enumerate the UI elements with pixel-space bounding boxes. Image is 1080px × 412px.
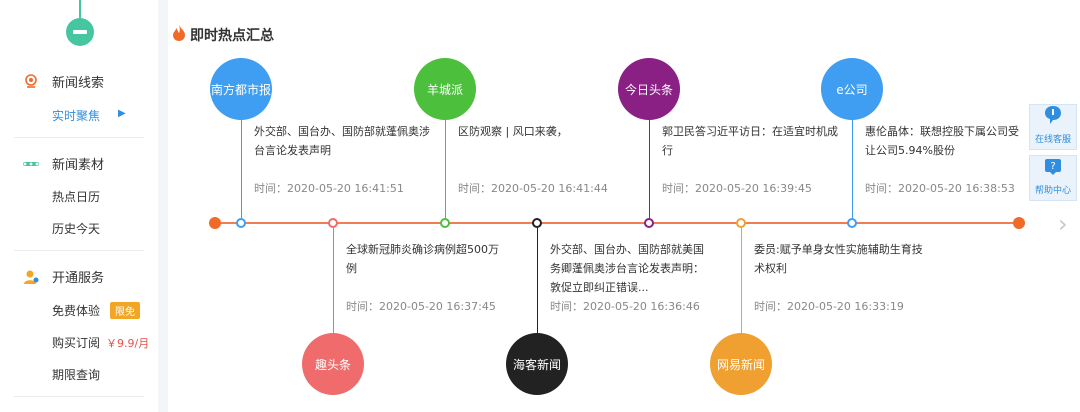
- event-headline[interactable]: 区防观察 | 风口来袭，: [458, 125, 568, 138]
- source-circle-wangyi[interactable]: 网易新闻: [710, 333, 772, 395]
- event-headline[interactable]: 委员:赋予单身女性实施辅助生育技术权利: [754, 243, 923, 275]
- timeline-node[interactable]: [847, 218, 857, 228]
- event-headline[interactable]: 惠伦晶体：联想控股下属公司受让公司5.94%股份: [865, 125, 1019, 157]
- event-time: 时间：2020-05-20 16:37:45: [346, 300, 496, 313]
- help-center-label: 帮助中心: [1034, 186, 1071, 196]
- sidebar-item-buy-subscription[interactable]: 购买订阅: [52, 336, 101, 350]
- nav-section-title: 新闻素材: [52, 158, 105, 173]
- event-headline[interactable]: 郭卫民答习近平访日：在适宜时机成行: [662, 125, 838, 157]
- event-connector: [852, 118, 853, 218]
- material-icon: [22, 155, 40, 173]
- event-connector: [741, 228, 742, 336]
- event-time: 时间：2020-05-20 16:33:19: [754, 300, 904, 313]
- nav-section-title: 开通服务: [52, 271, 105, 286]
- page-title: 即时热点汇总: [172, 24, 274, 46]
- timeline-axis: [214, 222, 1020, 224]
- nav-section-open-service[interactable]: 开通服务: [22, 267, 104, 286]
- timeline-node[interactable]: [532, 218, 542, 228]
- event-headline[interactable]: 外交部、国台办、国防部就蓬佩奥涉台言论发表声明: [254, 125, 430, 157]
- timeline-end-dot: [1013, 217, 1025, 229]
- event-connector: [649, 118, 650, 218]
- timeline-node[interactable]: [644, 218, 654, 228]
- event-time: 时间：2020-05-20 16:41:44: [458, 182, 608, 195]
- event-time: 时间：2020-05-20 16:36:46: [550, 300, 700, 313]
- event-connector: [241, 118, 242, 218]
- sidebar: 新闻线索 实时聚焦 ▶ 新闻素材 热点日历 历史今天 开通服务 免费体验 限免 …: [0, 0, 158, 412]
- caret-right-icon: ▶: [118, 108, 126, 119]
- sidebar-item-free-trial[interactable]: 免费体验: [52, 304, 101, 318]
- user-service-icon: [22, 268, 40, 286]
- event-connector: [537, 228, 538, 336]
- source-circle-qutoutiao[interactable]: 趣头条: [302, 333, 364, 395]
- help-icon: ?: [1044, 158, 1062, 179]
- timeline-node[interactable]: [440, 218, 450, 228]
- svg-text:?: ?: [1050, 161, 1055, 172]
- nav-section-news-material[interactable]: 新闻素材: [22, 154, 104, 173]
- timeline-node[interactable]: [236, 218, 246, 228]
- price-label: ￥9.9/月: [106, 337, 150, 350]
- sidebar-item-history-today[interactable]: 历史今天: [52, 222, 101, 236]
- sidebar-item-hot-calendar[interactable]: 热点日历: [52, 190, 101, 204]
- location-pin-icon: [22, 73, 40, 91]
- sidebar-item-term-query[interactable]: 期限查询: [52, 368, 101, 382]
- page-title-text: 即时热点汇总: [190, 28, 274, 44]
- nav-section-title: 新闻线索: [52, 76, 105, 91]
- source-circle-haike[interactable]: 海客新闻: [506, 333, 568, 395]
- source-circle-nandu[interactable]: 南方都市报: [210, 58, 272, 120]
- logo-stem: [79, 0, 81, 18]
- sidebar-item-realtime-focus[interactable]: 实时聚焦: [52, 109, 101, 123]
- divider: [14, 137, 144, 138]
- logo-icon: [66, 18, 94, 46]
- next-page-arrow[interactable]: ›: [1058, 210, 1068, 238]
- sidebar-gutter: [158, 0, 168, 412]
- nav-section-news-clues[interactable]: 新闻线索: [22, 72, 104, 91]
- source-circle-egongsi[interactable]: e公司: [821, 58, 883, 120]
- online-service-label: 在线客服: [1034, 135, 1071, 145]
- source-circle-toutiao[interactable]: 今日头条: [618, 58, 680, 120]
- flame-icon: [172, 24, 186, 46]
- chat-bubble-icon: [1044, 105, 1062, 128]
- divider: [14, 396, 144, 397]
- event-headline[interactable]: 外交部、国台办、国防部就美国务卿蓬佩奥涉台言论发表声明：敦促立即纠正错误...: [550, 243, 704, 294]
- timeline-node[interactable]: [328, 218, 338, 228]
- event-time: 时间：2020-05-20 16:38:53: [865, 182, 1015, 195]
- help-center-button[interactable]: ? 帮助中心: [1029, 155, 1077, 201]
- event-time: 时间：2020-05-20 16:41:51: [254, 182, 404, 195]
- free-badge: 限免: [110, 302, 140, 319]
- event-time: 时间：2020-05-20 16:39:45: [662, 182, 812, 195]
- timeline-node[interactable]: [736, 218, 746, 228]
- timeline-start-dot: [209, 217, 221, 229]
- event-connector: [333, 228, 334, 336]
- divider: [14, 250, 144, 251]
- online-service-button[interactable]: 在线客服: [1029, 104, 1077, 150]
- event-connector: [445, 118, 446, 218]
- event-headline[interactable]: 全球新冠肺炎确诊病例超500万例: [346, 243, 499, 275]
- source-circle-yangchengpai[interactable]: 羊城派: [414, 58, 476, 120]
